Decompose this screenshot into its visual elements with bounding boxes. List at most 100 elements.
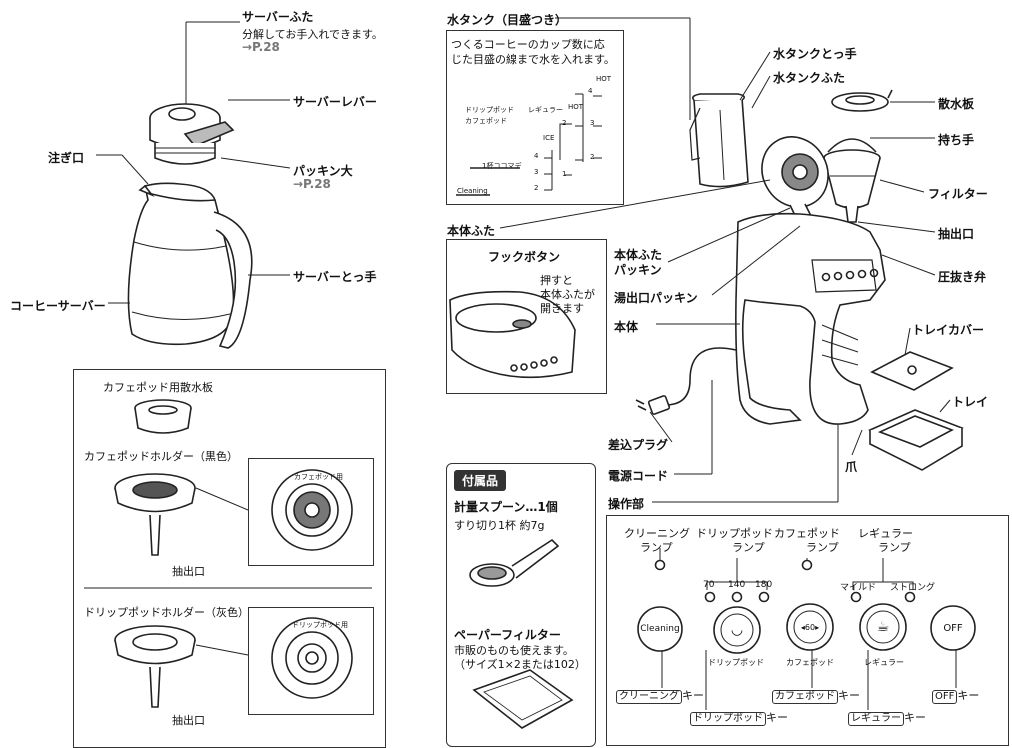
water-tank-gauge-box	[446, 30, 624, 205]
hook-button-title: フックボタン	[488, 250, 561, 264]
gauge-r4: 4	[588, 87, 593, 95]
cafe-button[interactable]: ◂60▸	[787, 604, 833, 650]
gauge-r2: 2	[590, 153, 595, 161]
lamp-cafe-label-2: ランプ	[806, 541, 839, 554]
tank-handle-label: 水タンクとっ手	[773, 47, 857, 61]
valve-label: 圧抜き弁	[938, 270, 987, 284]
drip-holder-top-view	[271, 617, 353, 699]
gauge-m1: 1	[562, 170, 567, 178]
drip-holder-zoom	[248, 607, 374, 715]
regular-key-caption: レギュラーキー	[848, 706, 926, 726]
tank-gauge-chart	[456, 93, 602, 196]
grip-label: 持ち手	[938, 133, 975, 147]
tray-illustration	[867, 409, 964, 471]
off-key-name: OFF	[932, 690, 958, 704]
tray-label: トレイ	[952, 395, 989, 409]
cafe-sprinkler-label: カフェポッド用散水板	[103, 381, 213, 394]
accessories-badge: 付属品	[454, 470, 507, 491]
coffee-cup-icon: ☕	[876, 619, 890, 635]
lid-gasket-label-1: 本体ふた	[614, 248, 663, 262]
cafe-sprinkler-illustration	[134, 399, 192, 434]
cafe-holder-stamp: カフェポッド用	[294, 473, 343, 481]
server-lid-illustration	[149, 103, 235, 165]
gasket-ref: →P.28	[293, 177, 331, 191]
spout-label: 注ぎ口	[48, 151, 85, 165]
outlet-label: 抽出口	[938, 227, 975, 241]
lamp-cafe-label-1: カフェポッド	[774, 527, 840, 540]
panel-label: 操作部	[608, 497, 645, 511]
drip-key-suffix: キー	[766, 711, 788, 724]
cleaning-key-name: クリーニング	[616, 690, 682, 704]
drip-holder-stamp: ドリップポッド用	[292, 621, 348, 629]
regular-option-mild: マイルド	[840, 583, 877, 593]
sprinkler-plate-label: 散水板	[938, 97, 975, 111]
lamp-cleaning-label-2: ランプ	[640, 541, 673, 554]
drip-option-180: 180	[755, 580, 773, 590]
gauge-ice: ICE	[543, 134, 555, 142]
cleaning-button[interactable]: Cleaning	[640, 624, 680, 634]
cafe-holder-zoom	[248, 458, 374, 566]
drip-cup-icon: ◡	[730, 622, 744, 638]
cord-label: 電源コード	[608, 469, 669, 483]
cafe-holder-top-view	[271, 469, 353, 551]
water-tank-title: 水タンク（目盛つき）	[447, 13, 568, 27]
drip-key-caption: ドリップポッドキー	[690, 706, 788, 726]
drip-option-70: 70	[703, 580, 715, 590]
drip-holder-illustration	[114, 625, 196, 708]
gauge-drip-label: ドリップポッド	[465, 106, 514, 114]
off-button[interactable]: OFF	[943, 622, 963, 634]
gauge-r3: 3	[590, 119, 595, 127]
machine-body-illustration	[735, 212, 886, 425]
regular-button-caption: レギュラー	[864, 658, 904, 667]
gasket-label: パッキン大	[293, 164, 353, 178]
paper-filter-illustration	[472, 669, 574, 729]
water-tank-illustration	[689, 93, 749, 188]
lamp-regular-label-2: ランプ	[878, 541, 911, 554]
regular-key-suffix: キー	[904, 711, 926, 724]
plug-label: 差込プラグ	[608, 438, 669, 452]
panel-lamps	[654, 559, 916, 603]
hook-button-illustration	[449, 290, 576, 379]
drip-key-name: ドリップポッド	[690, 712, 766, 726]
lamp-regular-label-1: レギュラー	[858, 527, 913, 540]
cafe-outlet-label: 抽出口	[172, 565, 205, 578]
accessories-box	[446, 463, 596, 747]
hot-gasket-label: 湯出口パッキン	[614, 291, 698, 305]
drip-option-140: 140	[728, 580, 746, 590]
drip-button-caption: ドリップポッド	[708, 658, 764, 667]
cafe-button-value: ◂60▸	[800, 622, 820, 632]
machine-lid-illustration	[761, 136, 829, 228]
filter-label: フィルター	[928, 187, 988, 201]
drip-outlet-label: 抽出口	[172, 714, 205, 727]
paper-filter-note-2: （サイズ1×2または102）	[454, 658, 586, 671]
cafe-button-caption: カフェポッド	[786, 658, 834, 667]
tray-cover-illustration	[870, 351, 954, 391]
gauge-l2: 2	[534, 184, 539, 192]
paper-filter-label: ペーパーフィルター	[454, 628, 561, 642]
server-lever-label: サーバーレバー	[293, 95, 377, 109]
lid-gasket-label-2: パッキン	[614, 263, 662, 277]
drip-button[interactable]: ◡	[714, 607, 760, 653]
measuring-spoon-illustration	[469, 538, 560, 587]
body-lid-label: 本体ふた	[447, 224, 496, 238]
regular-button[interactable]: ☕	[860, 604, 906, 650]
filter-illustration	[823, 138, 881, 223]
tray-cover-label: トレイカバー	[912, 323, 985, 337]
operation-panel-box	[606, 515, 1009, 746]
gauge-l4: 4	[534, 152, 539, 160]
gauge-spoon-line: 1杯ココマデ	[482, 162, 522, 170]
drip-holder-label: ドリップポッドホルダー（灰色）	[84, 606, 249, 619]
hook-button-box	[446, 239, 607, 394]
cleaning-key-suffix: キー	[682, 689, 704, 702]
regular-key-name: レギュラー	[848, 712, 904, 726]
server-lid-ref: →P.28	[242, 40, 280, 54]
hook-note-2: 本体ふたが	[540, 288, 595, 301]
gauge-cleaning: Cleaning	[457, 187, 488, 195]
leader-lines	[96, 17, 951, 503]
cafe-key-caption: カフェポッドキー	[772, 684, 860, 704]
tank-desc-2: じた目盛の線まで水を入れます。	[451, 53, 615, 66]
tank-lid-label: 水タンクふた	[773, 71, 846, 85]
lamp-drip-label-2: ランプ	[732, 541, 765, 554]
gauge-regular-label: レギュラー	[528, 106, 563, 114]
